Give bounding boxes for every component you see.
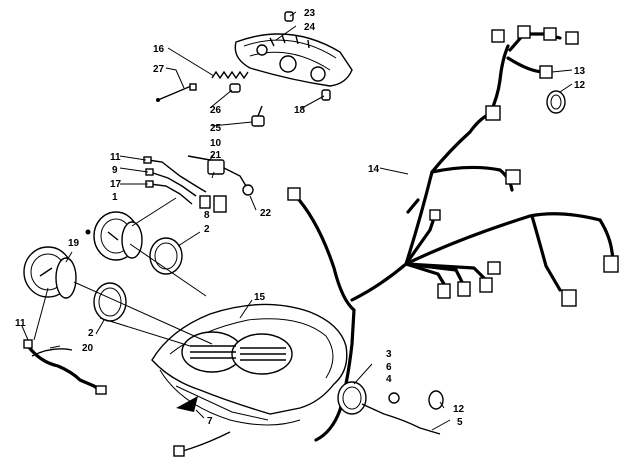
callout-20: 18: [294, 105, 306, 116]
callout-22: 20: [82, 343, 94, 354]
spring-18: [211, 70, 249, 80]
callout-25: 25: [210, 123, 222, 134]
socket-26: [229, 83, 241, 93]
screw-27: [156, 83, 197, 102]
callout-21: 19: [68, 238, 80, 249]
speedometer-1: [85, 211, 143, 261]
callout-26: 26: [210, 105, 222, 116]
callout-27: 27: [153, 64, 165, 75]
gauge-harness: [131, 156, 227, 227]
grommet-12a: [546, 90, 566, 114]
callout-16: 22: [260, 208, 272, 219]
callout-18: 16: [153, 44, 165, 55]
main-harness-14: [287, 25, 619, 442]
bezel-ring-2b: [93, 282, 127, 322]
callout-2b: 2: [88, 328, 94, 339]
callout-11b: 11: [15, 318, 26, 329]
callout-5: 5: [457, 417, 463, 428]
callout-1: 1: [112, 192, 118, 203]
callout-8: 8: [204, 210, 210, 221]
bulb-20: [321, 89, 331, 101]
decal-7: [176, 396, 198, 412]
top-housing: [234, 33, 353, 87]
cable-7: [173, 431, 231, 457]
dash-panel-17: [151, 303, 348, 426]
callout-13: 13: [574, 66, 586, 77]
callout-11a: 11: [110, 152, 121, 163]
callout-2a: 2: [204, 224, 210, 235]
leader-lines: [33, 243, 213, 347]
socket-25: [251, 105, 265, 127]
callout-14: 14: [368, 164, 380, 175]
callout-23: 23: [304, 8, 316, 19]
callout-10: 10: [210, 138, 222, 149]
callout-4: 4: [386, 374, 392, 385]
callout-7: 7: [207, 416, 213, 427]
callout-3: 3: [386, 349, 392, 360]
bulb-socket-23: [284, 11, 294, 22]
callout-6: 6: [386, 362, 392, 373]
bezel-ring-2a: [149, 237, 183, 275]
grommet-12b: [428, 390, 444, 410]
callout-9: 9: [112, 165, 118, 176]
harness-22: [23, 339, 107, 395]
callout-24: 24: [304, 22, 316, 33]
callout-17: 15: [254, 292, 266, 303]
callout-12b: 12: [453, 404, 465, 415]
switch-15: [187, 155, 254, 196]
callout-12a: 12: [574, 80, 586, 91]
callout-leaders: [21, 11, 573, 431]
callout-labels: 23 24 16 27 26 25 18 10 21 22 11 9 17 1 …: [15, 8, 586, 428]
tachometer-21: [23, 246, 77, 299]
gauge-3: [337, 363, 441, 435]
callout-15: 21: [210, 150, 222, 161]
callout-19: 17: [110, 179, 122, 190]
